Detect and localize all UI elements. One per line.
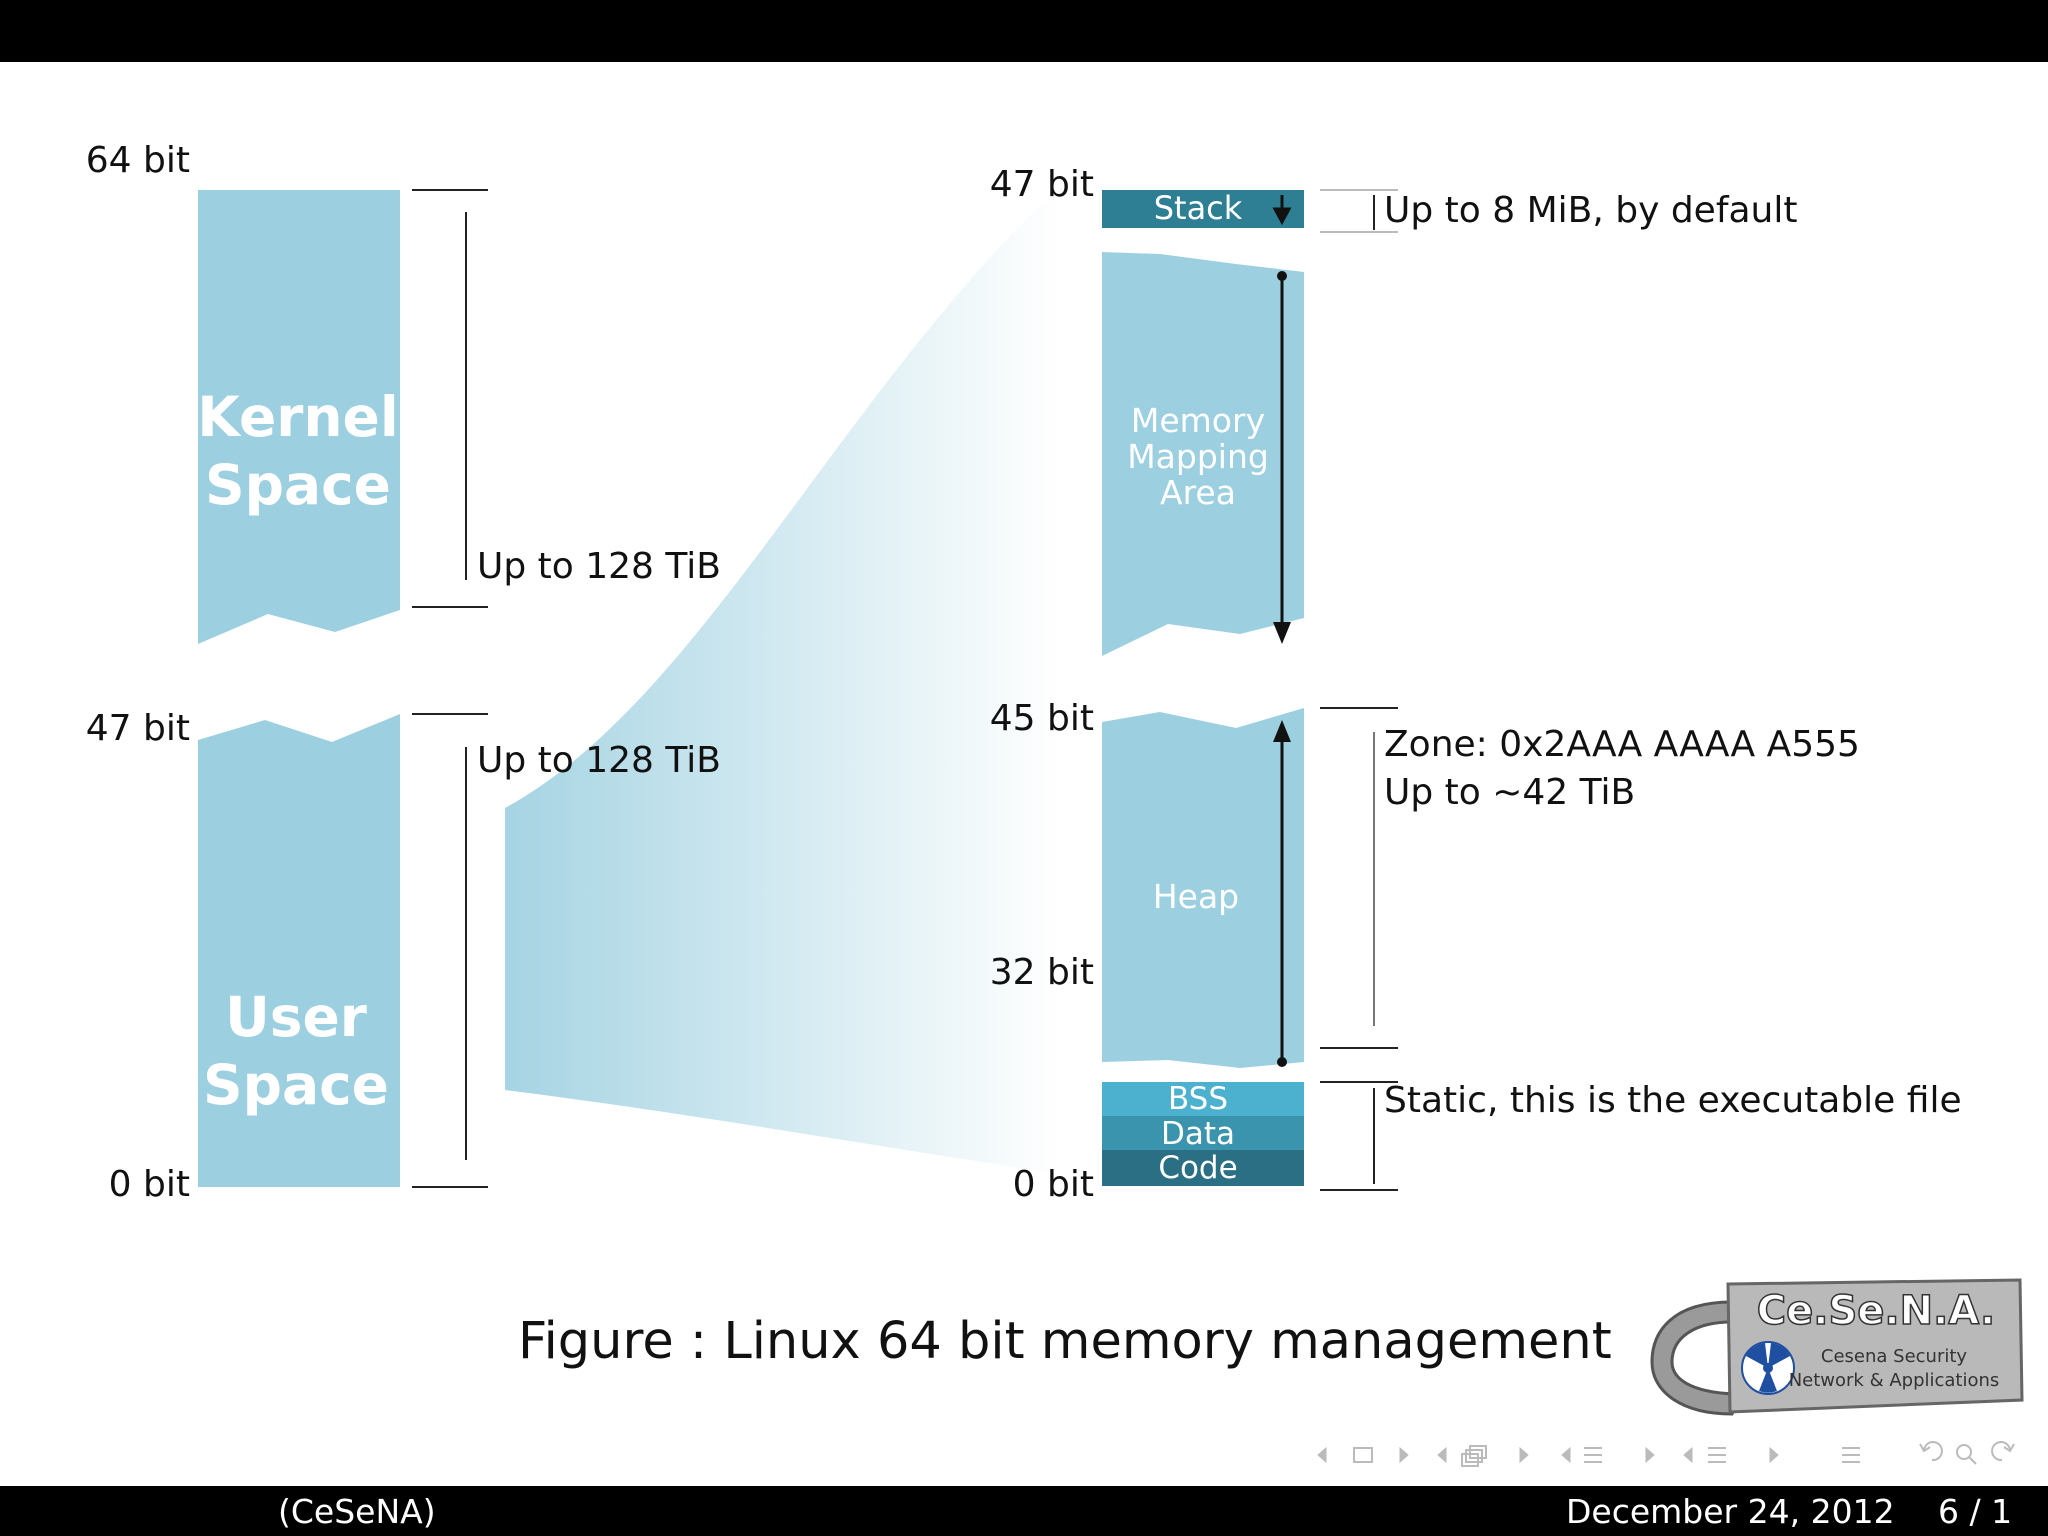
kernel-line2: Space xyxy=(205,453,391,517)
right-bit-45: 45 bit xyxy=(990,698,1094,739)
user-space-block xyxy=(198,714,400,1187)
padlock-shackle-icon xyxy=(1650,1300,1745,1416)
footer-date: December 24, 2012 xyxy=(1566,1492,1895,1531)
nav-prev-section-icon[interactable] xyxy=(1561,1446,1571,1464)
static-dimension-lines xyxy=(1320,1081,1398,1191)
mmap-line2: Mapping xyxy=(1127,437,1269,476)
left-bit-47: 47 bit xyxy=(86,708,190,749)
user-size-label: Up to 128 TiB xyxy=(477,740,721,781)
kernel-size-label: Up to 128 TiB xyxy=(477,546,721,587)
nav-section-icon[interactable] xyxy=(1584,1447,1602,1463)
nav-next-section-icon[interactable] xyxy=(1645,1446,1655,1464)
radiation-icon xyxy=(1741,1341,1795,1395)
stack-down-arrow-icon xyxy=(1272,195,1292,226)
right-bit-32: 32 bit xyxy=(990,952,1094,993)
stack-block xyxy=(1102,190,1304,228)
stack-note: Up to 8 MiB, by default xyxy=(1384,190,1798,231)
kernel-line1: Kernel xyxy=(197,385,398,449)
expansion-fan xyxy=(505,186,1060,1174)
nav-next-subsection-icon[interactable] xyxy=(1519,1446,1529,1464)
user-line2: Space xyxy=(203,1053,389,1117)
logo-title: Ce.Se.N.A. xyxy=(1757,1288,1995,1334)
nav-next-doc-icon[interactable] xyxy=(1769,1446,1779,1464)
figure-caption: Figure : Linux 64 bit memory management xyxy=(518,1312,1612,1371)
bss-label: BSS xyxy=(1168,1081,1228,1117)
left-dimension-lines xyxy=(412,189,488,1188)
heap-label: Heap xyxy=(1153,877,1239,916)
nav-doc-icon[interactable] xyxy=(1708,1447,1726,1463)
logo-line2: Network & Applications xyxy=(1789,1370,2000,1391)
stack-label: Stack xyxy=(1154,189,1243,227)
kernel-space-block xyxy=(198,190,400,644)
right-bit-47: 47 bit xyxy=(990,164,1094,205)
beamer-nav-bar xyxy=(1317,1441,2015,1467)
code-label: Code xyxy=(1158,1150,1237,1186)
top-bar xyxy=(0,0,2048,62)
nav-subsection-icon[interactable] xyxy=(1461,1445,1487,1467)
logo-line1: Cesena Security xyxy=(1821,1346,1968,1367)
mmap-block xyxy=(1102,252,1304,656)
nav-appendix-icon[interactable] xyxy=(1842,1447,1860,1463)
mmap-line1: Memory xyxy=(1131,401,1265,440)
mmap-line3: Area xyxy=(1160,473,1236,512)
memory-diagram: Kernel Space User Space 64 bit 47 bit 0 … xyxy=(86,140,1962,1205)
footer-bar: (CeSeNA) December 24, 2012 6 / 1 xyxy=(0,1486,2048,1536)
footer-page: 6 / 1 xyxy=(1938,1492,2013,1531)
left-bit-64: 64 bit xyxy=(86,140,190,181)
nav-forward-icon[interactable] xyxy=(1991,1441,2015,1462)
left-bit-0: 0 bit xyxy=(109,1164,190,1205)
nav-next-frame-icon[interactable] xyxy=(1399,1446,1409,1464)
nav-frame-icon[interactable] xyxy=(1353,1447,1373,1463)
heap-up-arrow-icon xyxy=(1273,720,1291,1067)
static-note: Static, this is the executable file xyxy=(1384,1080,1962,1121)
heap-block xyxy=(1102,708,1304,1068)
right-bit-0: 0 bit xyxy=(1013,1164,1094,1205)
heap-dimension-lines xyxy=(1320,707,1398,1049)
nav-back-icon[interactable] xyxy=(1919,1441,1943,1462)
nav-prev-doc-icon[interactable] xyxy=(1683,1446,1693,1464)
mmap-down-arrow-icon xyxy=(1273,271,1291,644)
data-block xyxy=(1102,1116,1304,1150)
heap-note-line2: Up to ~42 TiB xyxy=(1384,772,1635,813)
nav-search-icon[interactable] xyxy=(1956,1444,1977,1465)
data-label: Data xyxy=(1161,1116,1235,1152)
nav-prev-frame-icon[interactable] xyxy=(1317,1446,1327,1464)
bss-block xyxy=(1102,1082,1304,1116)
nav-prev-subsection-icon[interactable] xyxy=(1437,1446,1447,1464)
code-block xyxy=(1102,1150,1304,1186)
heap-note-line1: Zone: 0x2AAA AAAA A555 xyxy=(1384,724,1860,765)
footer-author: (CeSeNA) xyxy=(278,1492,436,1531)
cesena-logo: Ce.Se.N.A. Cesena Security Network & App… xyxy=(1650,1278,2024,1416)
user-line1: User xyxy=(225,985,367,1049)
